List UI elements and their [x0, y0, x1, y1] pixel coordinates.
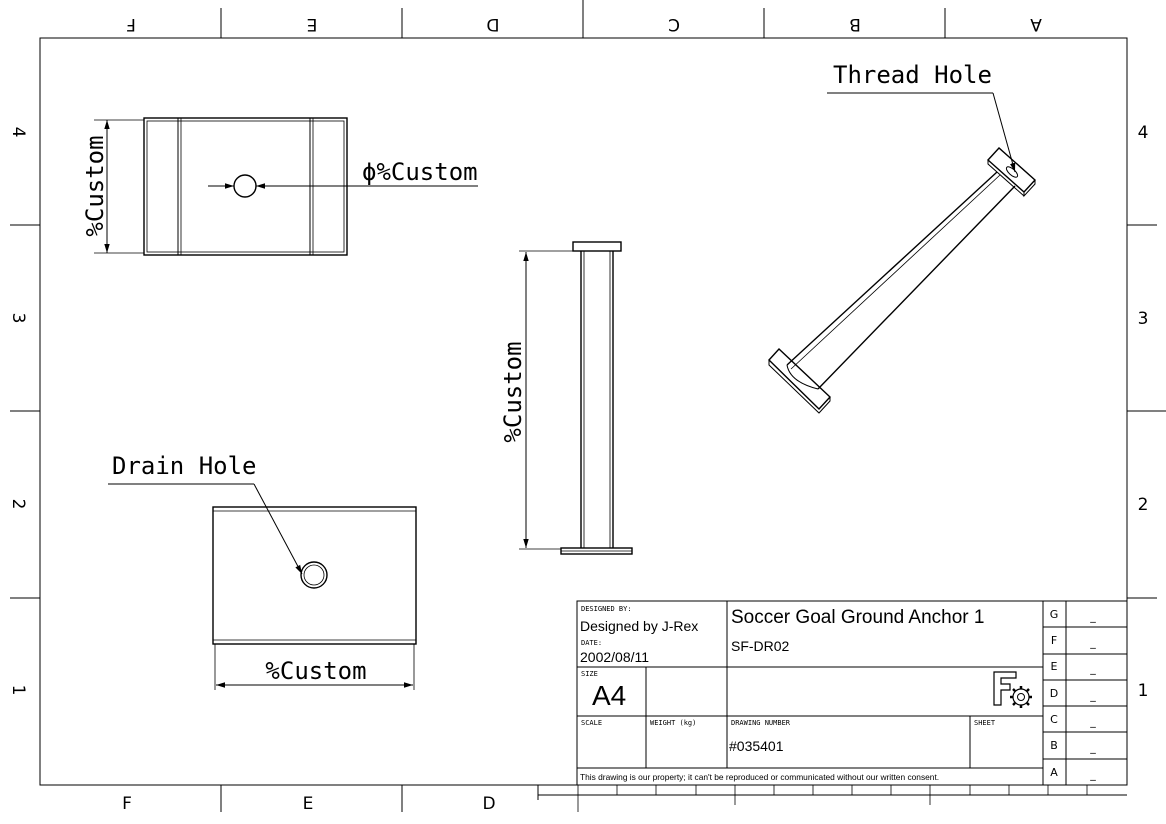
- zone-dividers-top: [220, 0, 946, 38]
- copyright-footer: This drawing is our property; it can't b…: [580, 772, 939, 782]
- sheet-label: SHEET: [974, 719, 996, 727]
- drain-hole-label: Drain Hole: [112, 452, 257, 480]
- designed-by-label: DESIGNED BY:: [581, 605, 632, 613]
- drawing-title: Soccer Goal Ground Anchor 1: [731, 607, 984, 628]
- revision-value-g: _: [1089, 610, 1096, 623]
- drawing-number-label: DRAWING NUMBER: [731, 719, 791, 727]
- freecad-gear-icon: [993, 671, 1032, 708]
- zone-number-left-1: 1: [8, 685, 28, 696]
- drawing-subtitle: SF-DR02: [731, 638, 790, 654]
- revision-value-b: _: [1089, 741, 1096, 754]
- zone-number-right-2: 2: [1138, 495, 1149, 515]
- zone-number-left-3: 3: [8, 313, 28, 324]
- zone-number-left-2: 2: [8, 499, 28, 510]
- zone-letters-bottom: F E D: [122, 794, 495, 814]
- revision-letter-f: F: [1051, 634, 1057, 647]
- drain-hole: [300, 561, 328, 589]
- bottom-view: Drain Hole %Custom: [108, 452, 417, 690]
- revision-letter-a: A: [1050, 766, 1058, 779]
- zone-dividers-sides: [10, 224, 1166, 599]
- revision-value-d: _: [1089, 689, 1096, 702]
- zone-dividers-bottom: [220, 785, 1127, 812]
- zone-letter-top-b: B: [849, 14, 861, 34]
- date-value: 2002/08/11: [580, 649, 649, 665]
- zone-letter-top-c: C: [668, 14, 680, 34]
- revision-value-f: _: [1089, 636, 1096, 649]
- zone-letters-top: F E D C B A: [126, 14, 1042, 34]
- zone-letter-top-d: D: [486, 14, 499, 34]
- title-block: DESIGNED BY: Designed by J-Rex DATE: 200…: [576, 600, 1044, 786]
- size-value: A4: [592, 680, 626, 711]
- zone-number-right-3: 3: [1138, 309, 1149, 329]
- revision-letter-e: E: [1051, 660, 1058, 673]
- drawing-number-value: #035401: [729, 738, 784, 754]
- date-label: DATE:: [581, 639, 602, 647]
- scale-label: SCALE: [581, 719, 602, 727]
- zone-letter-top-e: E: [307, 14, 318, 34]
- zone-letter-bottom-d: D: [482, 794, 495, 814]
- front-view: %Custom: [499, 241, 633, 555]
- top-view: ϕ%Custom %Custom: [81, 117, 478, 256]
- revision-letter-c: C: [1050, 713, 1058, 726]
- revision-value-c: _: [1089, 715, 1096, 728]
- zone-letter-bottom-f: F: [122, 794, 132, 814]
- zone-letter-bottom-e: E: [303, 794, 314, 814]
- zone-number-right-1: 1: [1138, 681, 1149, 701]
- dim-height-label: %Custom: [81, 135, 109, 236]
- size-label: SIZE: [581, 670, 598, 678]
- dim-length-label: %Custom: [499, 341, 527, 442]
- bottom-ruler-ticks: [577, 785, 1088, 812]
- zone-number-left-4: 4: [8, 127, 28, 138]
- designed-by-value: Designed by J-Rex: [580, 618, 698, 634]
- revision-value-a: _: [1089, 768, 1096, 781]
- revision-letter-d: D: [1050, 687, 1058, 700]
- dim-diameter-label: ϕ%Custom: [362, 158, 478, 186]
- weight-label: WEIGHT (kg): [650, 719, 696, 727]
- revision-letter-b: B: [1050, 739, 1058, 752]
- dim-width-label: %Custom: [265, 657, 366, 685]
- zone-numbers-left: 4 3 2 1: [8, 127, 28, 696]
- isometric-view: Thread Hole: [768, 61, 1036, 414]
- revision-value-e: _: [1089, 662, 1096, 675]
- center-hole: [233, 174, 257, 198]
- zone-number-right-4: 4: [1138, 123, 1149, 143]
- revision-letter-g: G: [1050, 608, 1059, 621]
- revision-table: G F E D C B A _ _ _ _ _ _ _: [1042, 600, 1128, 786]
- zone-letter-top-f: F: [126, 14, 136, 34]
- zone-letter-top-a: A: [1030, 14, 1042, 34]
- thread-hole-label: Thread Hole: [833, 61, 992, 89]
- zone-numbers-right: 4 3 2 1: [1138, 123, 1149, 701]
